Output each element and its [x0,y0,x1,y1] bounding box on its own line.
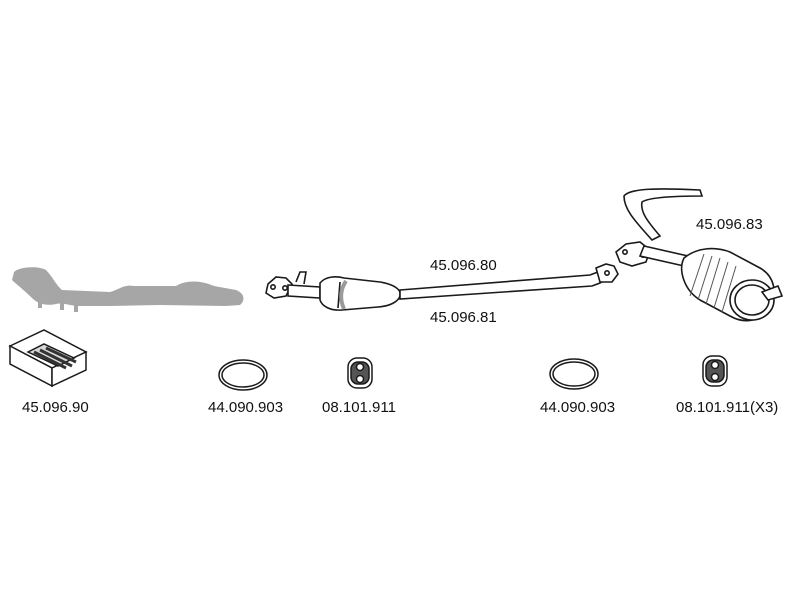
part-number-catalytic-pipe-top: 45.096.80 [430,257,497,274]
part-number-rubber-mount-right: 08.101.911(X3) [676,399,779,416]
part-number-gasket-left: 44.090.903 [208,399,284,416]
part-number-rubber-mount-left: 08.101.911 [322,399,396,416]
part-number-gasket-right: 44.090.903 [540,399,616,416]
part-number-catalytic-pipe-bottom: 45.096.81 [430,309,497,326]
part-number-rear-silencer: 45.096.83 [696,216,763,233]
rubber-mount-icon [702,355,728,387]
catalytic-converter-pipe-icon [265,263,619,311]
part-number-front-pipe: 45.096.90 [22,399,89,416]
gasket-ring-icon [549,358,599,390]
rubber-mount-icon [347,357,373,389]
mounting-kit-box-icon [8,329,88,388]
rear-silencer-icon [615,188,784,322]
gasket-ring-icon [218,359,268,391]
front-pipe-silhouette-icon [12,267,244,312]
